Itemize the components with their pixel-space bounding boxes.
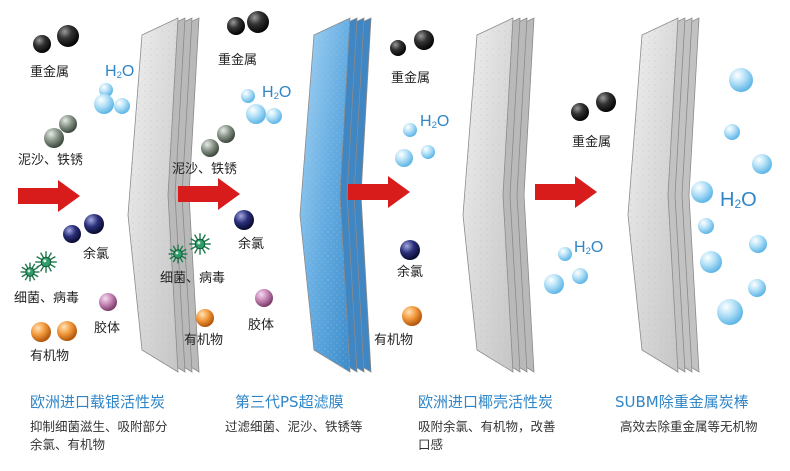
chlorine-particle xyxy=(400,240,420,260)
label-chlorine-2: 余氯 xyxy=(238,237,265,252)
label-organic-3: 有机物 xyxy=(374,333,414,348)
organic-particle xyxy=(57,321,77,341)
water-droplet xyxy=(94,94,114,114)
heavy-metal-particle xyxy=(227,17,245,35)
label-sand-rust-1: 泥沙、铁锈 xyxy=(18,153,84,168)
filter-panel-3 xyxy=(462,17,535,373)
bacteria-virus-particle xyxy=(168,244,188,264)
sand-rust-particle xyxy=(217,125,235,143)
heavy-metal-particle xyxy=(33,35,51,53)
water-droplet xyxy=(99,83,113,97)
bacteria-virus-particle xyxy=(189,233,211,255)
stage-4-desc: 高效去除重金属等无机物 xyxy=(620,419,758,434)
chlorine-particle xyxy=(234,210,254,230)
water-droplet xyxy=(114,98,130,114)
label-sand-rust-2: 泥沙、铁锈 xyxy=(172,162,238,177)
flow-arrow-2 xyxy=(178,178,240,210)
heavy-metal-particle xyxy=(247,11,269,33)
water-droplet xyxy=(748,279,766,297)
heavy-metal-particle xyxy=(596,92,616,112)
organic-particle xyxy=(196,309,214,327)
label-heavy-metal-2: 重金属 xyxy=(218,53,258,68)
label-chlorine-1: 余氯 xyxy=(83,247,110,262)
water-droplet xyxy=(700,251,722,273)
filter-panel-2 xyxy=(299,17,372,373)
water-droplet xyxy=(246,104,266,124)
water-droplet xyxy=(421,145,435,159)
sand-rust-particle xyxy=(59,115,77,133)
stage-4-title: SUBM除重金属炭棒 xyxy=(615,393,749,411)
stage-2-desc: 过滤细菌、泥沙、铁锈等 xyxy=(225,419,363,434)
heavy-metal-particle xyxy=(390,40,406,56)
water-droplet xyxy=(717,299,743,325)
label-chlorine-3: 余氯 xyxy=(397,265,424,280)
chlorine-particle xyxy=(84,214,104,234)
water-droplet xyxy=(724,124,740,140)
heavy-metal-particle xyxy=(414,30,434,50)
label-h2o-3: H2O xyxy=(420,113,450,131)
heavy-metal-particle xyxy=(571,103,589,121)
label-heavy-metal-4: 重金属 xyxy=(572,135,612,150)
water-droplet xyxy=(395,149,413,167)
water-droplet xyxy=(572,268,588,284)
chlorine-particle xyxy=(63,225,81,243)
water-droplet xyxy=(749,235,767,253)
label-bacteria-2: 细菌、病毒 xyxy=(160,271,226,286)
bacteria-virus-particle xyxy=(20,262,40,282)
label-h2o-4: H2O xyxy=(574,239,604,257)
label-bacteria-1: 细菌、病毒 xyxy=(14,291,80,306)
stage-3-desc: 吸附余氯、有机物，改善口感 xyxy=(418,419,556,452)
water-droplet xyxy=(698,218,714,234)
label-organic-1: 有机物 xyxy=(30,349,70,364)
label-colloid-2: 胶体 xyxy=(248,318,275,333)
filter-panel-1 xyxy=(127,17,200,373)
organic-particle xyxy=(402,306,422,326)
label-h2o-2: H2O xyxy=(262,84,292,102)
stage-2-title: 第三代PS超滤膜 xyxy=(235,393,344,411)
water-droplet xyxy=(241,89,255,103)
flow-arrow-4 xyxy=(535,176,597,208)
flow-arrow-3 xyxy=(348,176,410,208)
label-h2o-output: H2O xyxy=(720,189,757,211)
label-organic-2: 有机物 xyxy=(184,333,224,348)
water-droplet xyxy=(752,154,772,174)
water-droplet xyxy=(544,274,564,294)
bacteria-virus-particle xyxy=(35,251,57,273)
water-droplet xyxy=(729,68,753,92)
stage-1-desc: 抑制细菌滋生、吸附部分余氯、有机物 xyxy=(30,419,168,452)
stage-3-title: 欧洲进口椰壳活性炭 xyxy=(418,393,554,411)
label-colloid-1: 胶体 xyxy=(94,321,121,336)
sand-rust-particle xyxy=(44,128,64,148)
organic-particle xyxy=(31,322,51,342)
label-heavy-metal-3: 重金属 xyxy=(391,71,431,86)
label-heavy-metal-1: 重金属 xyxy=(30,65,70,80)
colloid-particle xyxy=(255,289,273,307)
flow-arrow-1 xyxy=(18,180,80,212)
label-h2o-1: H2O xyxy=(105,63,135,81)
water-droplet xyxy=(403,123,417,137)
water-droplet xyxy=(266,108,282,124)
heavy-metal-particle xyxy=(57,25,79,47)
colloid-particle xyxy=(99,293,117,311)
water-droplet xyxy=(558,247,572,261)
water-droplet xyxy=(691,181,713,203)
sand-rust-particle xyxy=(201,139,219,157)
stage-1-title: 欧洲进口载银活性炭 xyxy=(30,393,166,411)
filter-panel-4 xyxy=(627,17,700,373)
